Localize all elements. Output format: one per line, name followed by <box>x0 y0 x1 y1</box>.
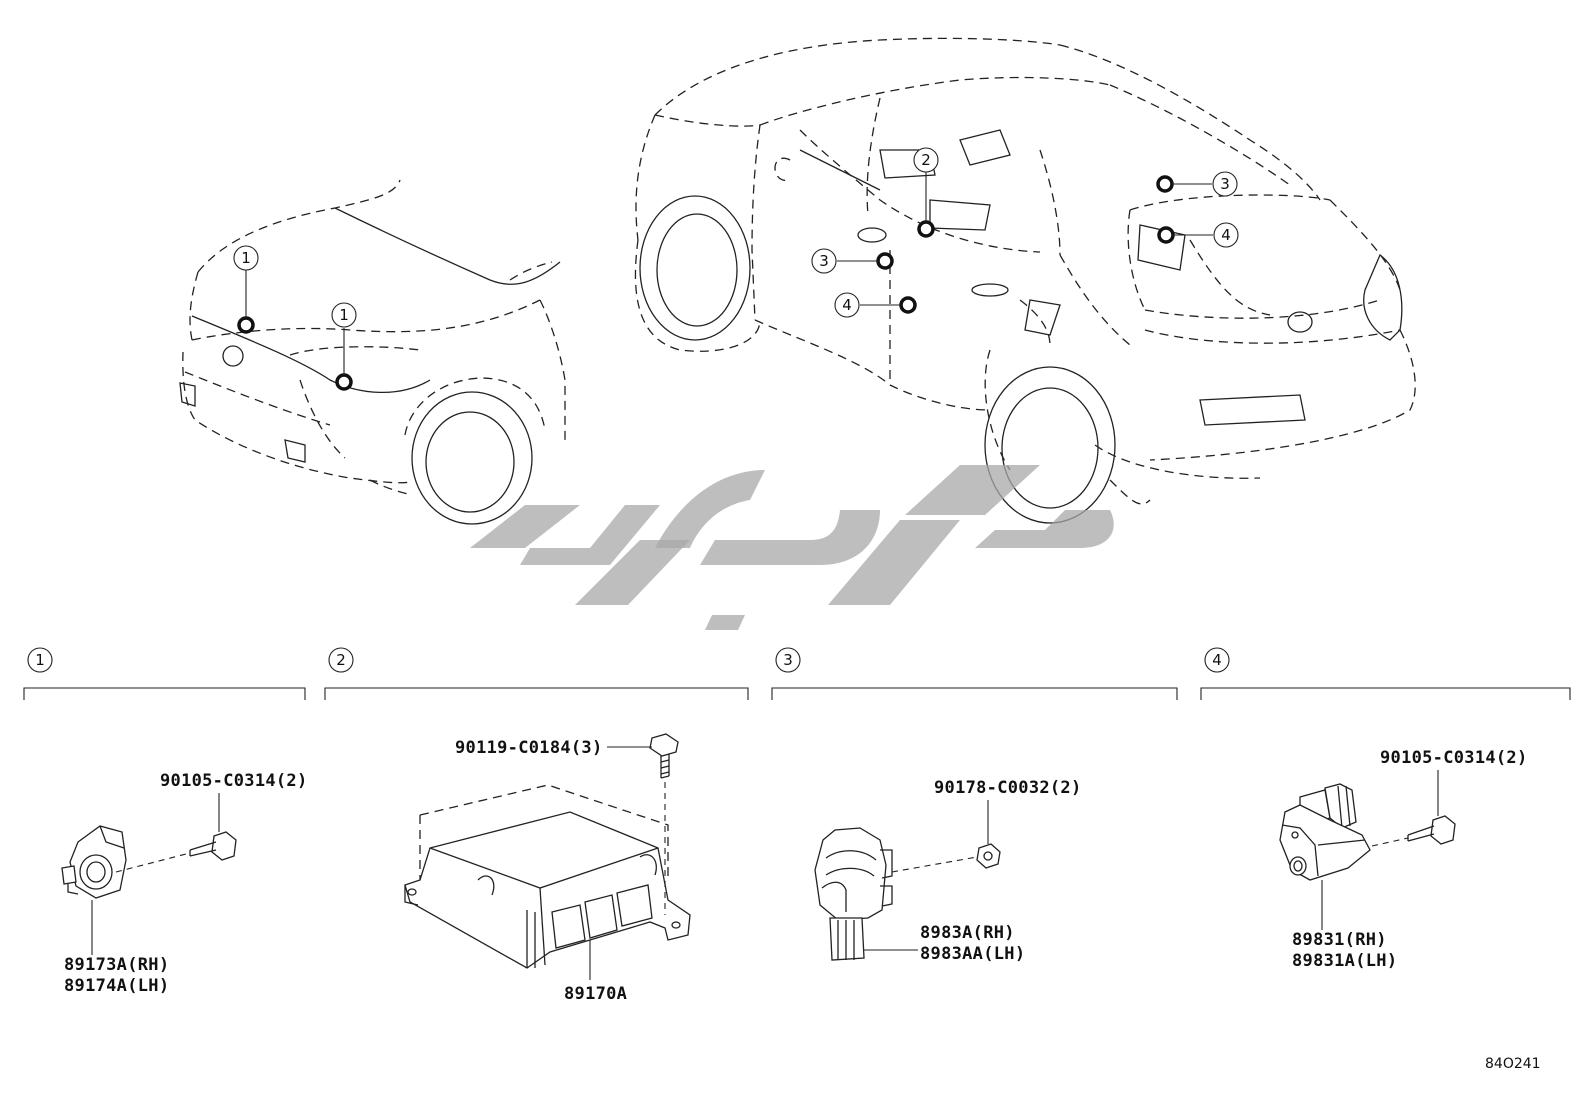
svg-text:90178-C0032(2): 90178-C0032(2) <box>934 778 1082 798</box>
svg-text:90119-C0184(3): 90119-C0184(3) <box>455 738 603 758</box>
callout-4b: 4 <box>834 292 860 318</box>
watermark-logo <box>470 465 1114 630</box>
svg-text:1: 1 <box>339 306 349 324</box>
marker-1b <box>335 373 353 391</box>
svg-text:3: 3 <box>783 651 793 669</box>
callout-4a: 4 <box>1213 222 1239 248</box>
callout-3a: 3 <box>1212 171 1238 197</box>
callout-2: 2 <box>913 147 939 173</box>
section-3-parts: 90178-C0032(2) 8983A(RH) 8983AA(LH) <box>814 778 1082 964</box>
diagram-code: 84O241 <box>1485 1056 1541 1072</box>
section-headers: 1 2 3 4 <box>23 647 1571 700</box>
front-car-illustration <box>179 179 566 525</box>
rear-side-sensor <box>1279 783 1371 881</box>
marker-4b <box>899 296 917 314</box>
svg-text:8983A(RH): 8983A(RH) <box>920 923 1015 943</box>
svg-text:1: 1 <box>35 651 45 669</box>
section-1-parts: 90105-C0314(2) 89173A(RH) 89174A(LH) <box>61 771 308 996</box>
svg-text:90105-C0314(2): 90105-C0314(2) <box>1380 748 1528 768</box>
bolt-90119 <box>649 733 679 779</box>
front-impact-sensor <box>61 825 127 899</box>
section-header-4: 4 <box>1200 647 1571 700</box>
svg-text:89831(RH): 89831(RH) <box>1292 930 1387 950</box>
section-header-1: 1 <box>23 647 306 700</box>
section-header-2: 2 <box>324 647 749 700</box>
callout-1b: 1 <box>331 302 357 328</box>
rear-car-illustration <box>634 37 1416 524</box>
marker-3a <box>1156 175 1174 193</box>
svg-text:1: 1 <box>241 249 251 267</box>
svg-text:89831A(LH): 89831A(LH) <box>1292 951 1397 971</box>
svg-text:4: 4 <box>1212 651 1222 669</box>
svg-text:89174A(LH): 89174A(LH) <box>64 976 169 996</box>
section-header-3: 3 <box>771 647 1178 700</box>
marker-2 <box>917 220 935 238</box>
callout-1a: 1 <box>233 245 259 271</box>
section-4-parts: 90105-C0314(2) 89831(RH) 89831A(LH) <box>1279 748 1528 971</box>
car-callouts: 1 1 2 3 3 4 4 <box>233 147 1239 328</box>
svg-text:90105-C0314(2): 90105-C0314(2) <box>160 771 308 791</box>
svg-text:3: 3 <box>1220 175 1230 193</box>
svg-text:4: 4 <box>1221 226 1231 244</box>
svg-text:8983AA(LH): 8983AA(LH) <box>920 944 1025 964</box>
location-markers <box>237 175 1175 391</box>
marker-1a <box>237 316 255 334</box>
svg-text:4: 4 <box>842 296 852 314</box>
marker-4a <box>1157 226 1175 244</box>
svg-text:2: 2 <box>921 151 931 169</box>
callout-3b: 3 <box>811 248 837 274</box>
side-impact-sensor <box>814 827 893 961</box>
callout-leaders <box>245 172 1213 375</box>
svg-text:89170A: 89170A <box>564 984 627 1004</box>
nut-90178 <box>976 843 1001 869</box>
bolt-90105-left <box>189 831 237 861</box>
airbag-control-module <box>404 811 691 969</box>
svg-text:89173A(RH): 89173A(RH) <box>64 955 169 975</box>
section-2-parts: 90119-C0184(3) 89170A <box>404 733 691 1004</box>
marker-3b <box>876 252 894 270</box>
svg-text:3: 3 <box>819 252 829 270</box>
svg-text:2: 2 <box>336 651 346 669</box>
bolt-90105-right <box>1407 815 1456 845</box>
